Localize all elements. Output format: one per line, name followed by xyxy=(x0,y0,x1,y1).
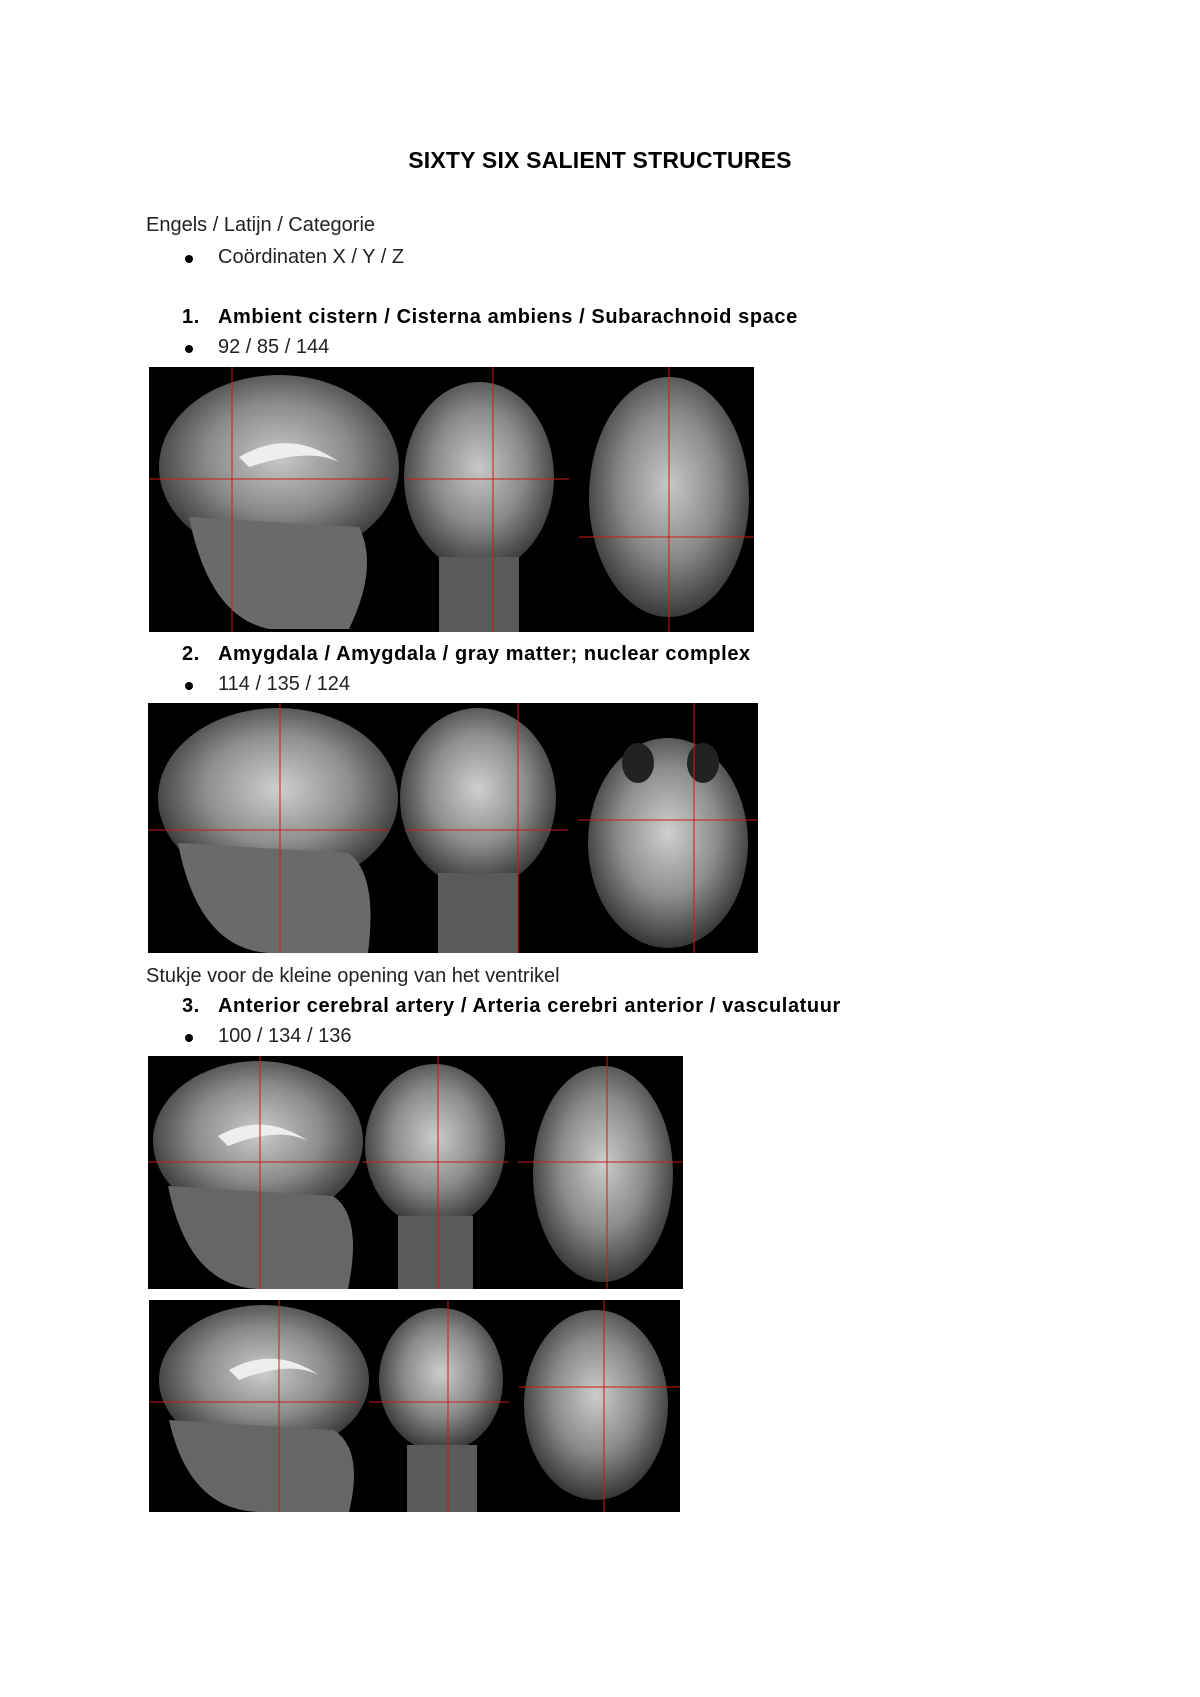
legend-header: Engels / Latijn / Categorie xyxy=(146,214,376,236)
mri-panel-3b xyxy=(149,1300,680,1512)
structure-3-coordinates: 100 / 134 / 136 xyxy=(218,1025,352,1047)
bullet-icon xyxy=(185,255,193,263)
legend-bullet: Coördinaten X / Y / Z xyxy=(218,246,405,268)
structure-2-heading: 2. Amygdala / Amygdala / gray matter; nuc… xyxy=(182,643,751,666)
mri-slices-image xyxy=(148,1056,683,1289)
structure-number: 2. xyxy=(182,643,200,665)
page-title: SIXTY SIX SALIENT STRUCTURES xyxy=(408,147,792,173)
structure-number: 1. xyxy=(182,306,200,328)
structure-number: 3. xyxy=(182,995,200,1017)
structure-1-heading: 1. Ambient cistern / Cisterna ambiens / S… xyxy=(182,306,798,329)
mri-slices-image xyxy=(149,1300,680,1512)
mri-panel-2 xyxy=(148,703,758,953)
structure-3-heading: 3. Anterior cerebral artery / Arteria cer… xyxy=(182,995,841,1018)
mri-slices-image xyxy=(148,703,758,953)
mri-slices-image xyxy=(149,367,754,632)
structure-1-coordinates: 92 / 85 / 144 xyxy=(218,336,330,358)
bullet-icon xyxy=(185,682,193,690)
structure-2-coordinates: 114 / 135 / 124 xyxy=(218,673,350,695)
bullet-icon xyxy=(185,1034,193,1042)
mri-panel-3a xyxy=(148,1056,683,1289)
bullet-icon xyxy=(185,345,193,353)
mri-panel-1 xyxy=(149,367,754,632)
structure-title: Anterior cerebral artery / Arteria cereb… xyxy=(218,995,841,1017)
structure-title: Amygdala / Amygdala / gray matter; nucle… xyxy=(218,643,751,665)
structure-title: Ambient cistern / Cisterna ambiens / Sub… xyxy=(218,306,798,328)
structure-3-note: Stukje voor de kleine opening van het ve… xyxy=(146,965,560,987)
